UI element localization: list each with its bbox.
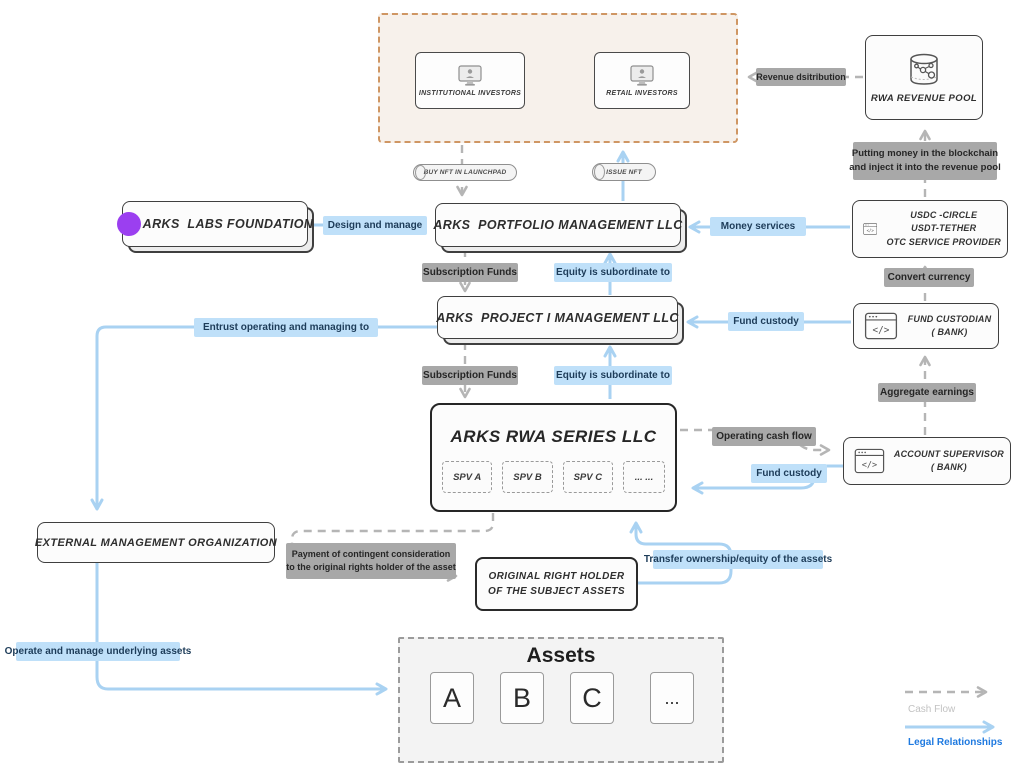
arks-rwa-series-node: ARKS RWA SERIES LLC SPV A SPV B SPV C ..… xyxy=(430,403,677,512)
spv-c-box: SPV C xyxy=(562,461,613,493)
fund-custodian-node: </> FUND CUSTODIAN ( BANK) xyxy=(853,303,999,349)
spv-a-box: SPV A xyxy=(442,461,493,493)
right-holder-line-2: OF THE SUBJECT ASSETS xyxy=(488,586,625,597)
otc-service-provider-node: </> USDC -CIRCLE USDT-TETHER OTC SERVICE… xyxy=(852,200,1008,258)
database-network-icon xyxy=(910,53,938,85)
institutional-investors-node: INSTITUTIONAL INVESTORS xyxy=(415,52,525,109)
external-management-label: EXTERNAL MANAGEMENT ORGANIZATION xyxy=(34,536,278,549)
arks-project-management-label: ARKS PROJECT I MANAGEMENT LLC xyxy=(436,310,679,325)
retail-investors-node: RETAIL INVESTORS xyxy=(594,52,690,109)
monitor-user-icon xyxy=(458,64,482,86)
putting-money-line-1: Putting money in the blockchain xyxy=(851,147,999,159)
fund-custodian-line-1: FUND CUSTODIAN xyxy=(907,313,992,324)
putting-money-label: Putting money in the blockchain and inje… xyxy=(849,142,1001,180)
spv-row: SPV A SPV B SPV C ... ... xyxy=(442,461,665,493)
entrust-label: Entrust operating and managing to xyxy=(194,318,378,337)
assets-group-box: Assets A B C ... xyxy=(398,637,724,763)
asset-c-box: C xyxy=(570,672,614,724)
otc-line-1: USDC -CIRCLE xyxy=(910,210,978,221)
money-services-label: Money services xyxy=(710,217,806,236)
institutional-investors-label: INSTITUTIONAL INVESTORS xyxy=(418,89,522,97)
issue-nft-label: ISSUE NFT xyxy=(606,168,642,176)
arks-portfolio-management-label: ARKS PORTFOLIO MANAGEMENT LLC xyxy=(433,218,683,232)
issue-nft-pill: ISSUE NFT xyxy=(592,163,656,181)
account-supervisor-line-1: ACCOUNT SUPERVISOR xyxy=(893,448,1004,459)
code-window-icon: </> xyxy=(864,312,898,340)
arks-project-management-node: ARKS PROJECT I MANAGEMENT LLC xyxy=(436,296,679,339)
investors-group-box: INSTITUTIONAL INVESTORS RETAIL INVESTORS xyxy=(378,13,738,143)
otc-line-2: USDT-TETHER xyxy=(911,223,977,234)
assets-title: Assets xyxy=(526,644,596,667)
aggregate-earnings-label: Aggregate earnings xyxy=(878,383,976,402)
buy-nft-pill: BUY NFT IN LAUNCHPAD xyxy=(413,164,517,181)
transfer-ownership-label: Transfer ownership/equity of the assets xyxy=(644,550,832,569)
rwa-revenue-pool-label: RWA REVENUE POOL xyxy=(870,93,978,104)
design-and-manage-label: Design and manage xyxy=(323,216,427,235)
subscription-funds-label-1: Subscription Funds xyxy=(422,263,518,282)
code-window-icon: </> xyxy=(863,223,878,235)
equity-subordinate-label-1: Equity is subordinate to xyxy=(554,263,672,282)
fund-custody-label-1: Fund custody xyxy=(728,312,804,331)
asset-a-box: A xyxy=(430,672,474,724)
putting-money-line-2: and inject it into the revenue pool xyxy=(849,162,1001,173)
rwa-revenue-pool-node: RWA REVENUE POOL xyxy=(865,35,983,120)
code-window-icon: </> xyxy=(854,448,885,474)
payment-line-2: to the original rights holder of the ass… xyxy=(286,562,456,572)
equity-subordinate-label-2: Equity is subordinate to xyxy=(554,366,672,385)
spv-more-box: ... ... xyxy=(622,461,665,493)
legend-cash-flow-label: Cash Flow xyxy=(908,704,956,715)
revenue-distribution-label: Revenue dsitribution xyxy=(756,68,846,86)
legend-legal-relationships-label: Legal Relationships xyxy=(908,737,1003,748)
spv-b-box: SPV B xyxy=(502,461,553,493)
arks-labs-foundation-node: ARKS LABS FOUNDATION xyxy=(116,201,313,247)
asset-more-box: ... xyxy=(650,672,694,724)
purple-dot-logo xyxy=(116,212,141,236)
arks-rwa-series-label: ARKS RWA SERIES LLC xyxy=(450,427,657,446)
operating-cash-flow-label: Operating cash flow xyxy=(712,427,816,446)
buy-nft-label: BUY NFT IN LAUNCHPAD xyxy=(423,169,507,176)
fund-custody-label-2: Fund custody xyxy=(751,464,827,483)
svg-text:</>: </> xyxy=(862,460,877,470)
subscription-funds-label-2: Subscription Funds xyxy=(422,366,518,385)
monitor-user-icon xyxy=(630,64,654,86)
retail-investors-label: RETAIL INVESTORS xyxy=(606,89,678,97)
account-supervisor-line-2: ( BANK) xyxy=(930,462,967,472)
original-right-holder-node: ORIGINAL RIGHT HOLDER OF THE SUBJECT ASS… xyxy=(475,557,638,611)
account-supervisor-node: </> ACCOUNT SUPERVISOR ( BANK) xyxy=(843,437,1011,485)
asset-b-box: B xyxy=(500,672,544,724)
svg-text:</>: </> xyxy=(873,325,890,336)
payment-line-1: Payment of contingent consideration xyxy=(291,548,451,559)
otc-line-3: OTC SERVICE PROVIDER xyxy=(886,236,1001,247)
arks-labs-foundation-label: ARKS LABS FOUNDATION xyxy=(142,217,314,231)
right-holder-line-1: ORIGINAL RIGHT HOLDER xyxy=(488,571,625,582)
payment-contingent-label: Payment of contingent consideration to t… xyxy=(286,543,456,579)
svg-text:</>: </> xyxy=(867,228,875,233)
convert-currency-label: Convert currency xyxy=(884,268,974,287)
fund-custodian-line-2: ( BANK) xyxy=(931,327,968,337)
external-management-node: EXTERNAL MANAGEMENT ORGANIZATION xyxy=(34,522,278,563)
operate-underlying-label: Operate and manage underlying assets xyxy=(5,642,191,661)
arks-portfolio-management-node: ARKS PORTFOLIO MANAGEMENT LLC xyxy=(433,203,683,247)
